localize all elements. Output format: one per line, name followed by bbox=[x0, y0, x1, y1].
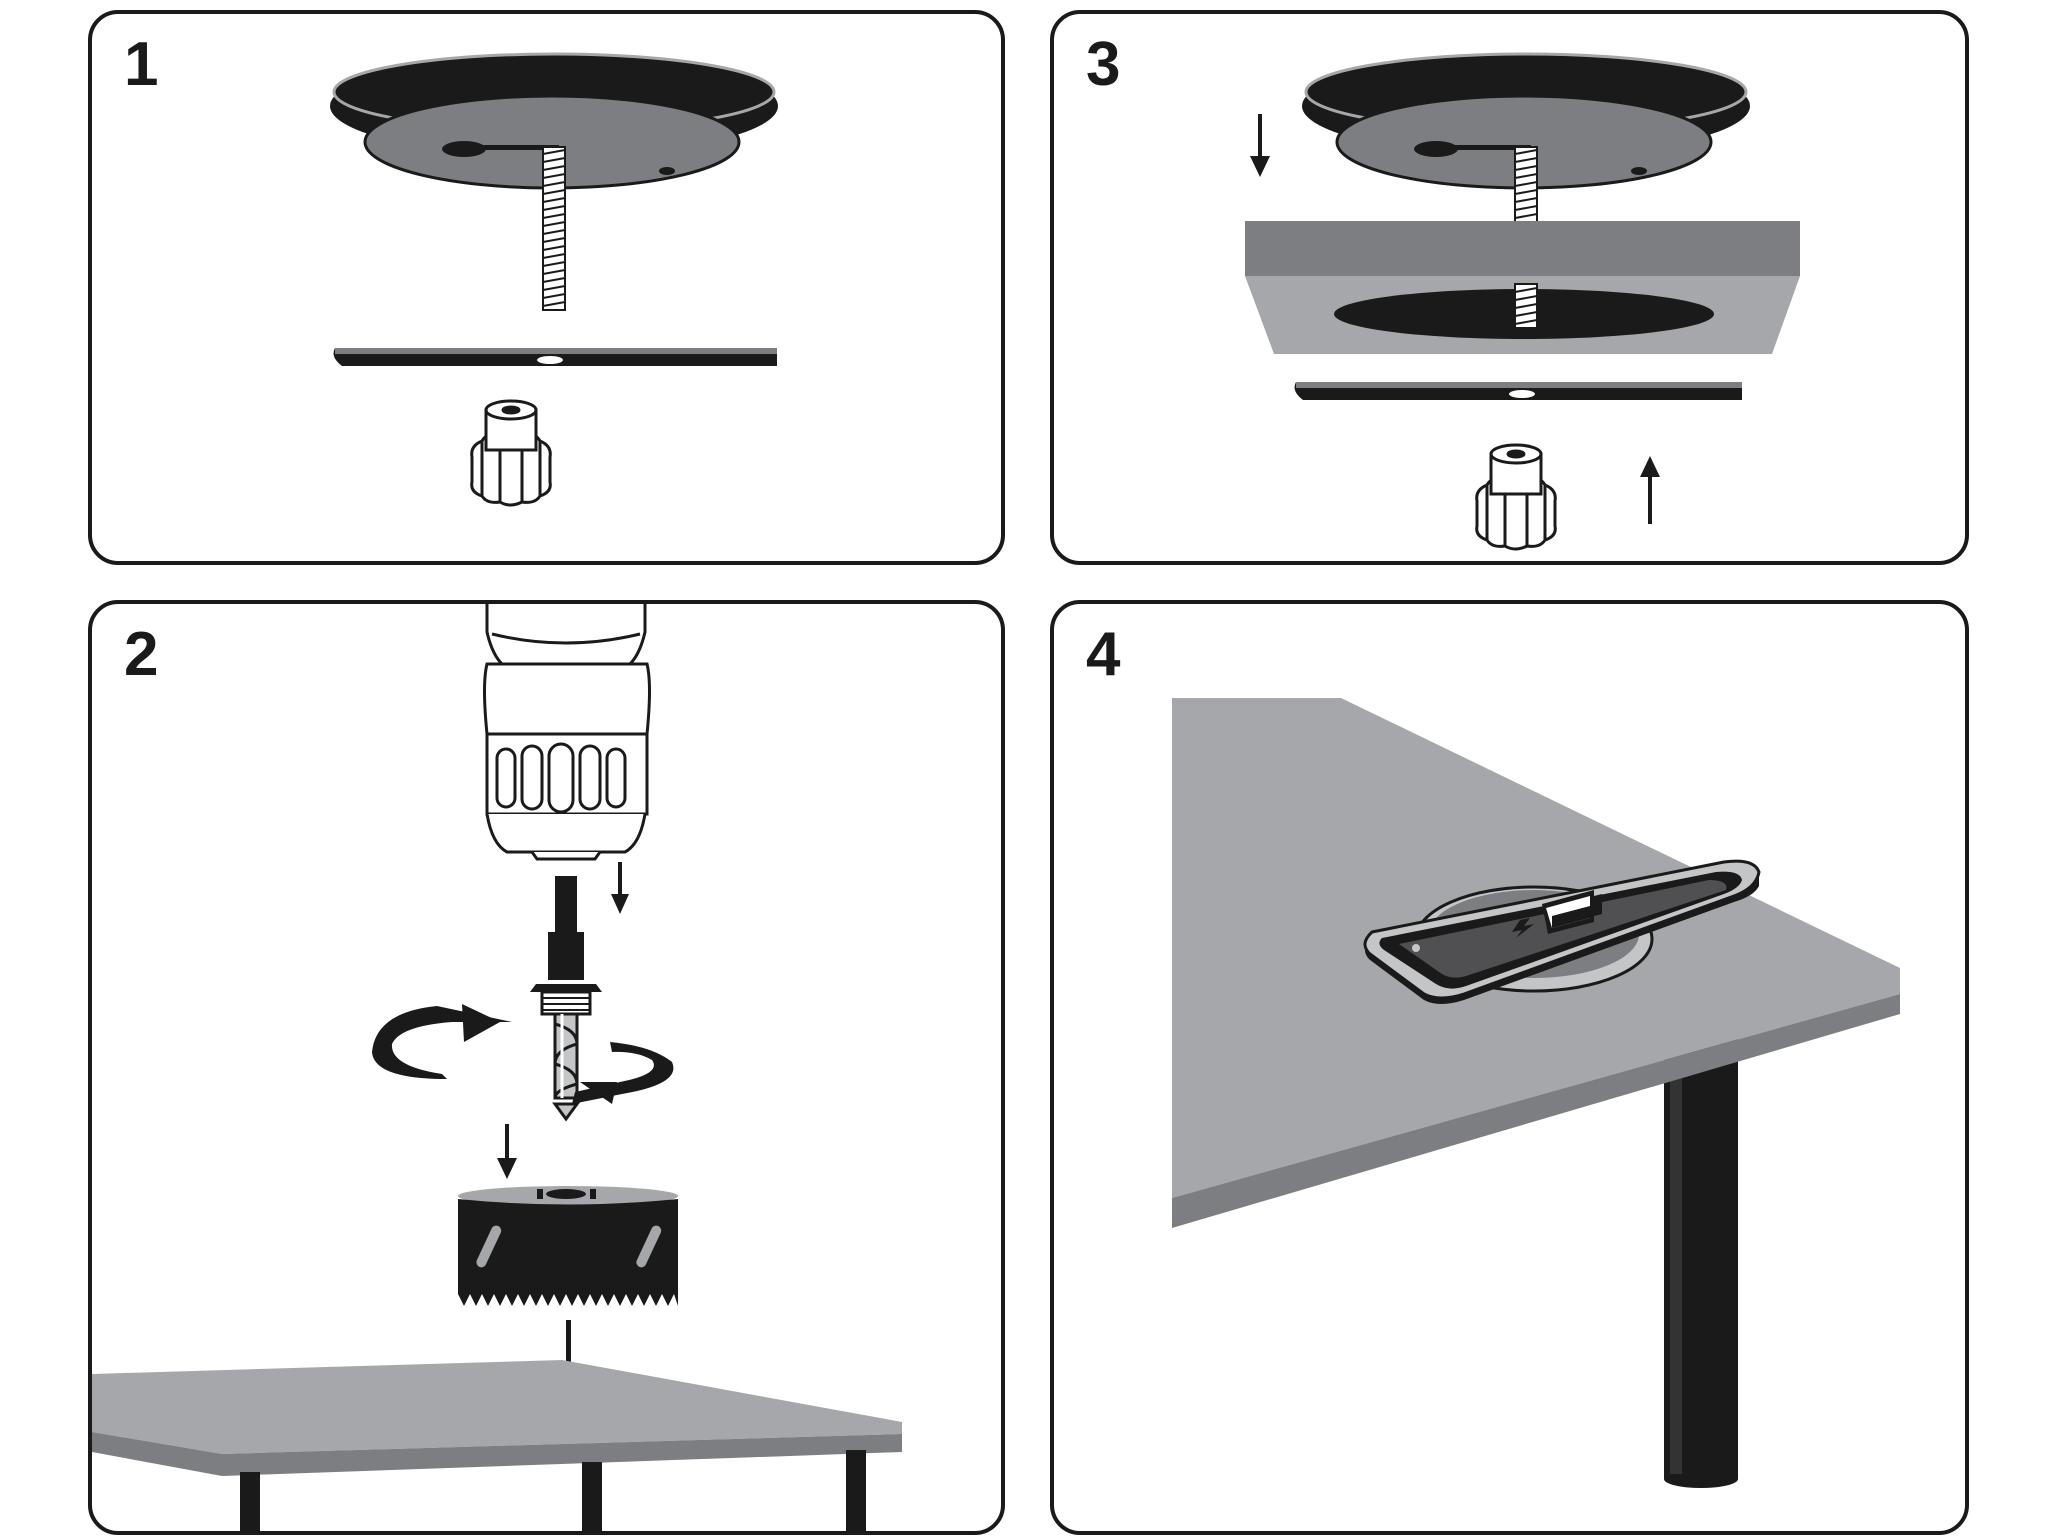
charger-top-disc bbox=[330, 52, 778, 190]
step-number: 2 bbox=[124, 620, 159, 689]
step-4-panel: 4 bbox=[1050, 600, 1969, 1535]
arrow-up-icon bbox=[1640, 456, 1660, 524]
arrow-down-icon bbox=[1250, 114, 1270, 177]
step-4-illustration bbox=[1172, 698, 1900, 1488]
tabletop-section bbox=[1245, 221, 1800, 354]
hole-saw-icon bbox=[458, 1186, 678, 1306]
pilot-drill-bit bbox=[552, 1012, 580, 1122]
charger-top-disc bbox=[1302, 52, 1750, 228]
step-2-illustration bbox=[92, 604, 902, 1531]
knob-nut bbox=[470, 399, 552, 507]
step-3-panel: 3 bbox=[1050, 10, 1969, 565]
step-1-panel: 1 bbox=[88, 10, 1005, 565]
threaded-rod bbox=[542, 146, 566, 311]
step-2-panel: 2 bbox=[88, 600, 1005, 1535]
rotate-arrows-icon bbox=[372, 1004, 674, 1104]
step-3-illustration bbox=[1245, 52, 1800, 551]
mounting-plate bbox=[333, 348, 777, 366]
arrow-down-icon bbox=[497, 1124, 517, 1179]
battery-charging-icon bbox=[1512, 890, 1602, 938]
hole-saw-arbor bbox=[530, 876, 602, 1016]
arrow-down-icon bbox=[611, 862, 629, 914]
mounting-plate bbox=[1294, 382, 1742, 400]
step-1-illustration bbox=[330, 52, 778, 507]
step-number: 4 bbox=[1086, 620, 1121, 689]
step-number: 1 bbox=[124, 30, 159, 99]
knob-nut bbox=[1475, 443, 1557, 551]
drill-chuck-icon bbox=[483, 604, 651, 861]
step-number: 3 bbox=[1086, 30, 1121, 99]
tabletop bbox=[92, 1360, 902, 1531]
table-leg bbox=[1664, 1034, 1738, 1488]
